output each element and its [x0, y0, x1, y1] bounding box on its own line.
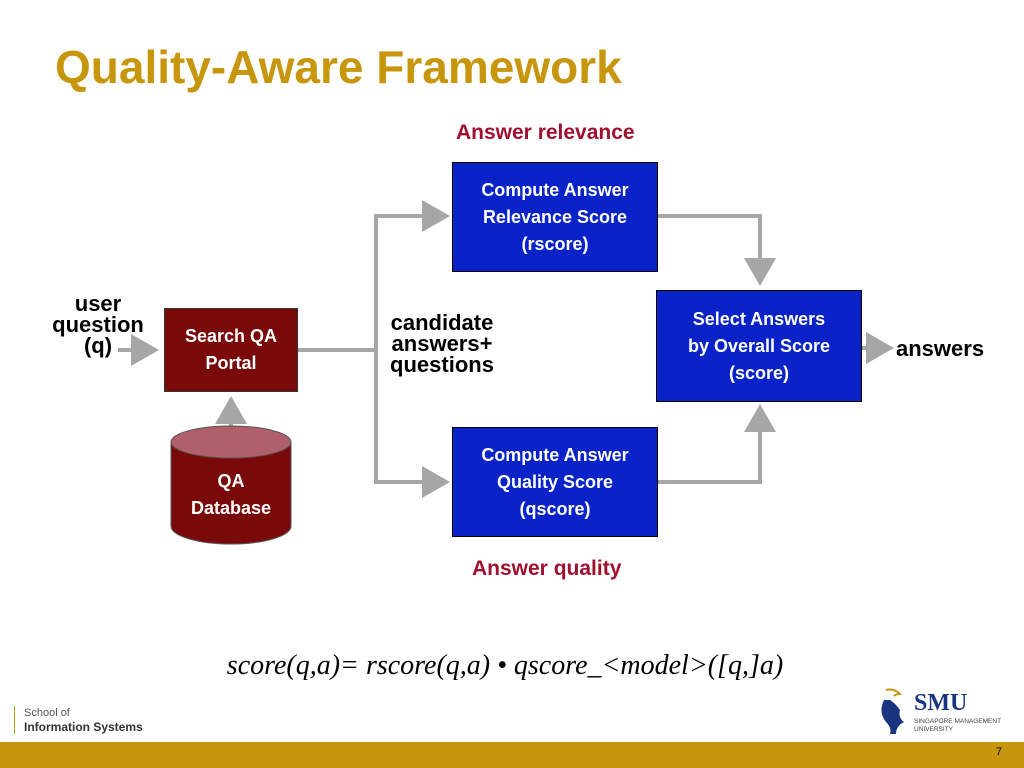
box-line: (score)	[728, 362, 789, 383]
box-line: Select Answers	[692, 308, 826, 329]
smu-logo-text: SMU	[914, 690, 968, 716]
candidate-line: answers+	[391, 331, 493, 356]
qa-database-label: QA Database	[169, 455, 293, 535]
school-label: School of Information Systems	[14, 706, 143, 734]
slide-title: Quality-Aware Framework	[55, 41, 622, 93]
user-question-line: question	[52, 312, 144, 337]
box-line: Compute Answer	[481, 444, 629, 465]
qa-database-cylinder	[170, 425, 292, 545]
box-line: Relevance Score	[482, 206, 628, 227]
arrow-relevance-to-select	[658, 214, 776, 286]
box-line: by Overall Score	[687, 335, 831, 356]
smu-logo: SMU SINGAPORE MANAGEMENT UNIVERSITY	[870, 684, 1020, 740]
user-question-label: user question (q)	[40, 291, 156, 358]
school-line-2: Information Systems	[24, 720, 143, 734]
page-number: 7	[995, 746, 1002, 758]
arrow-quality-to-select	[658, 404, 776, 484]
candidate-label: candidate answers+ questions	[378, 310, 506, 377]
box-line: Database	[190, 498, 272, 518]
box-line: Quality Score	[496, 471, 614, 492]
box-line: Compute Answer	[481, 179, 629, 200]
box-line: (rscore)	[521, 233, 589, 254]
user-question-line: user	[74, 291, 122, 316]
school-line-1: School of	[24, 707, 70, 719]
score-formula: score(q,a)= rscore(q,a) • qscore_<model>…	[226, 650, 784, 681]
smu-logo-sub1: SINGAPORE MANAGEMENT	[914, 718, 1002, 725]
box-line: Search QA	[184, 326, 278, 346]
user-question-line: (q)	[83, 333, 113, 358]
answers-output-label: answers	[896, 336, 985, 361]
candidate-line: candidate	[390, 310, 494, 335]
answer-relevance-label: Answer relevance	[456, 121, 635, 144]
answer-quality-label: Answer quality	[472, 557, 622, 580]
smu-lion-icon	[881, 688, 904, 734]
search-qa-portal-box: Search QA Portal	[164, 308, 298, 392]
quality-score-box: Compute Answer Quality Score (qscore)	[452, 427, 658, 537]
footer-bar	[0, 742, 1024, 768]
box-line: QA	[217, 471, 245, 491]
select-answers-box: Select Answers by Overall Score (score)	[656, 290, 862, 402]
smu-logo-sub2: UNIVERSITY	[914, 726, 954, 733]
box-line: Portal	[205, 353, 257, 373]
relevance-score-box: Compute Answer Relevance Score (rscore)	[452, 162, 658, 272]
candidate-line: questions	[390, 352, 494, 377]
box-line: (qscore)	[519, 498, 591, 519]
